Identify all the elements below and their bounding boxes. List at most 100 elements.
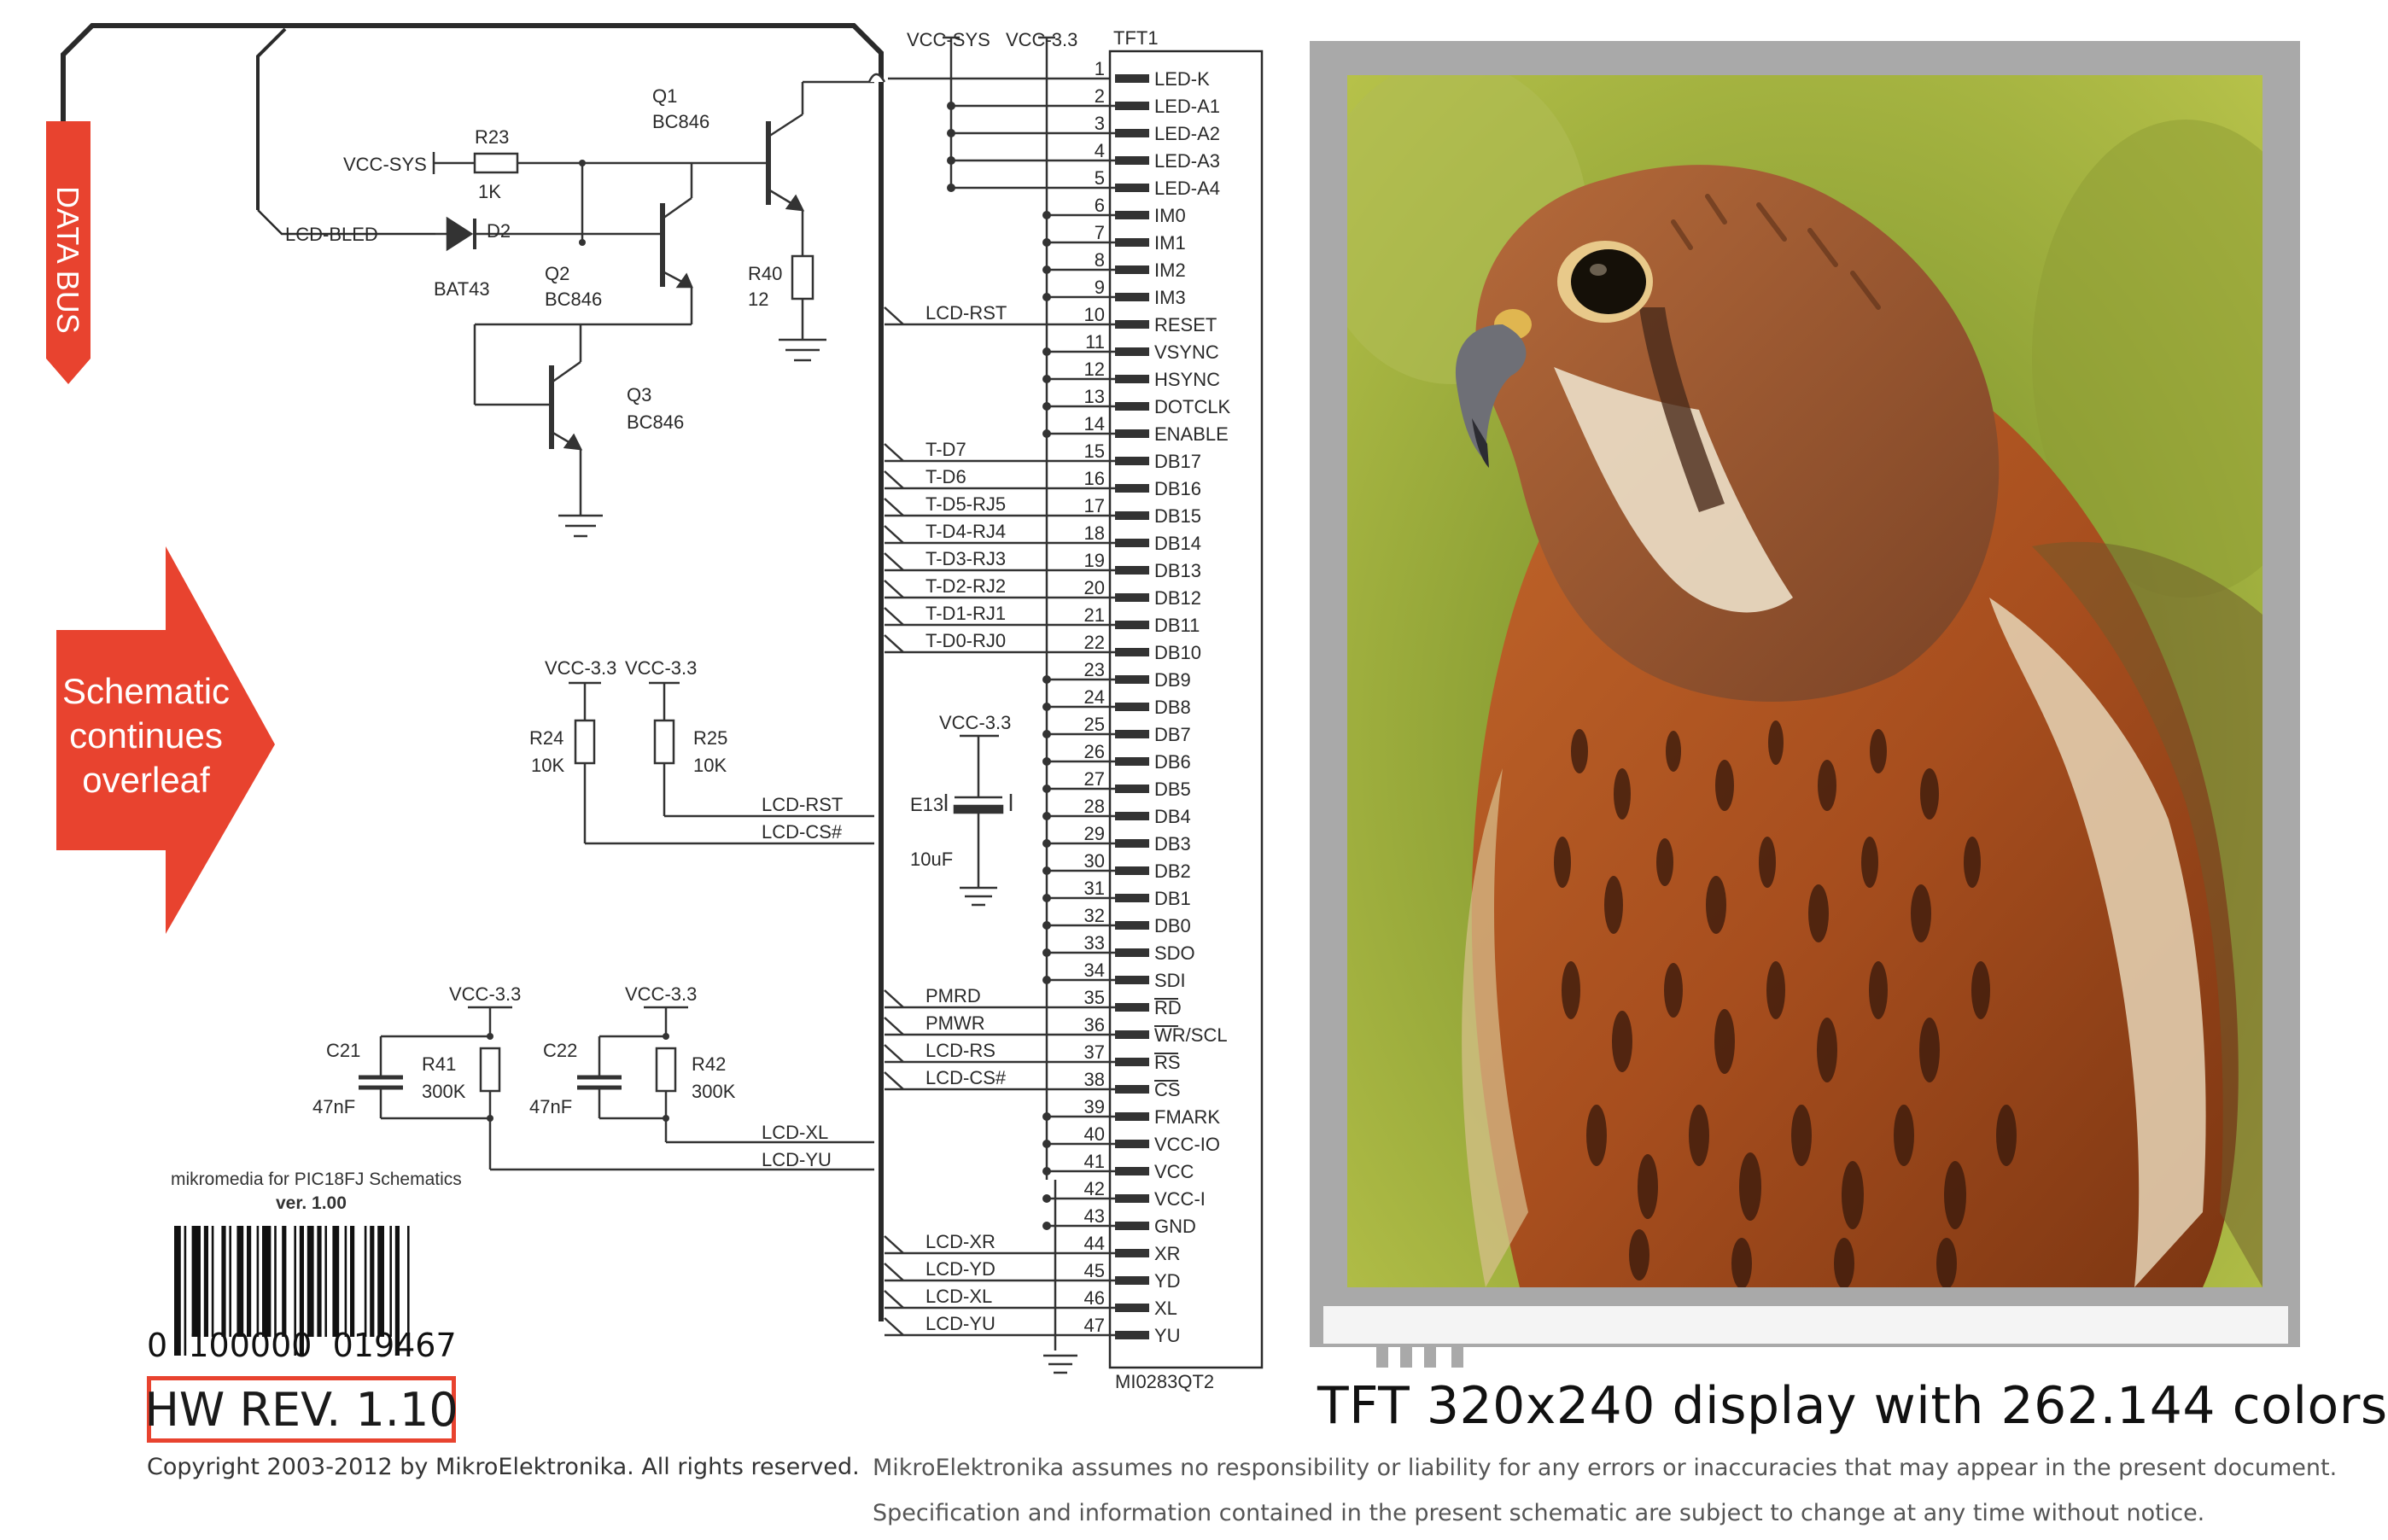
barcode-bar [407, 1226, 410, 1356]
pin-number: 11 [1085, 331, 1105, 353]
pin-stub [1115, 402, 1149, 411]
pin-number: 41 [1084, 1151, 1105, 1172]
barcode-bar [389, 1226, 392, 1337]
data-bus [46, 23, 884, 1321]
kestrel-photo [1347, 75, 2262, 1287]
barcode-bar [229, 1226, 231, 1337]
data-bus-flag [46, 121, 90, 384]
pin-stub [1115, 1222, 1149, 1230]
net-label: LCD-RS [925, 1040, 995, 1061]
barcode-digit-first: 0 [147, 1327, 168, 1364]
pin-number: 9 [1095, 277, 1105, 298]
barcode-bar [350, 1226, 355, 1337]
lcd-bled-label: LCD-BLED [285, 224, 378, 245]
net-label: T-D2-RJ2 [925, 575, 1006, 597]
pin-number: 6 [1095, 195, 1105, 216]
net-label: LCD-CS# [925, 1067, 1007, 1088]
arrow-line-2: continues [69, 715, 223, 755]
backlight-driver [432, 73, 1110, 538]
bus-entry [884, 1263, 904, 1281]
pin-stub [1115, 1304, 1149, 1312]
pin-name: DB8 [1154, 697, 1191, 718]
barcode-bar [394, 1226, 400, 1356]
pin-number: 2 [1095, 85, 1105, 107]
barcode-bar [174, 1226, 181, 1356]
pin-number: 37 [1084, 1041, 1105, 1063]
pin-number: 28 [1084, 796, 1105, 817]
cap-ref: E13 [910, 794, 943, 815]
pin-number: 32 [1084, 905, 1105, 926]
pin-name: DB12 [1154, 587, 1201, 609]
barcode-bar [211, 1226, 214, 1337]
backlight-labels: VCC-SYS R23 1K LCD-BLED D2 BAT43 Q1 BC84… [285, 85, 782, 433]
pin-name: LED-A1 [1154, 96, 1220, 117]
pin-name: YU [1154, 1325, 1181, 1346]
pin-name: IM3 [1154, 287, 1186, 308]
pin-name: DB5 [1154, 779, 1191, 800]
pin-name: DB17 [1154, 451, 1201, 472]
connector-top-vcc-sys: VCC-SYS [907, 29, 990, 50]
pin-name: DB9 [1154, 669, 1191, 691]
pin-number: 4 [1095, 140, 1105, 161]
connector-pin: 11 VSYNC [1042, 331, 1219, 363]
pin-stub [1115, 265, 1149, 274]
barcode-bar [377, 1226, 384, 1337]
breast-streaks [1554, 720, 2017, 1287]
pin-name: DB13 [1154, 560, 1201, 581]
pin-stub [1115, 1249, 1149, 1257]
pin-number: 20 [1084, 577, 1105, 598]
pin-number: 27 [1084, 768, 1105, 790]
copyright-notice: Copyright 2003-2012 by MikroElektronika.… [147, 1454, 860, 1480]
pin-number: 26 [1084, 741, 1105, 762]
d2-part: BAT43 [434, 278, 490, 300]
pin-name: DB7 [1154, 724, 1191, 745]
pin-stub [1115, 812, 1149, 820]
pin-name: DB6 [1154, 751, 1191, 773]
pin-number: 24 [1084, 686, 1105, 708]
pin-name: FMARK [1154, 1106, 1220, 1128]
pin-stub [1115, 511, 1149, 520]
r42-value: 300K [692, 1081, 736, 1102]
barcode-bar [282, 1226, 287, 1337]
pin-number: 46 [1084, 1287, 1105, 1309]
pin-number: 1 [1095, 58, 1105, 79]
pin-stub [1115, 102, 1149, 110]
pin-stub [1115, 1030, 1149, 1039]
continues-arrow [56, 546, 275, 934]
pin-number: 12 [1084, 359, 1105, 380]
pin-name: DB14 [1154, 533, 1201, 554]
pin-stub [1115, 484, 1149, 493]
pin-name: SDO [1154, 942, 1195, 964]
pin-stub [1115, 730, 1149, 738]
pin-name: LED-A2 [1154, 123, 1220, 144]
display-caption: TFT 320x240 display with 262.144 colors [1317, 1376, 2388, 1436]
pin-number: 10 [1084, 304, 1105, 325]
bus-entry [884, 1017, 904, 1035]
pin-name: VSYNC [1154, 341, 1219, 363]
cap-vcc-label: VCC-3.3 [939, 712, 1011, 733]
bus-entry [884, 1071, 904, 1090]
barcode-bar [191, 1226, 201, 1337]
hw-revision-badge: HW REV. 1.10 [144, 1376, 458, 1443]
barcode-group-2: 019467 [332, 1327, 457, 1364]
